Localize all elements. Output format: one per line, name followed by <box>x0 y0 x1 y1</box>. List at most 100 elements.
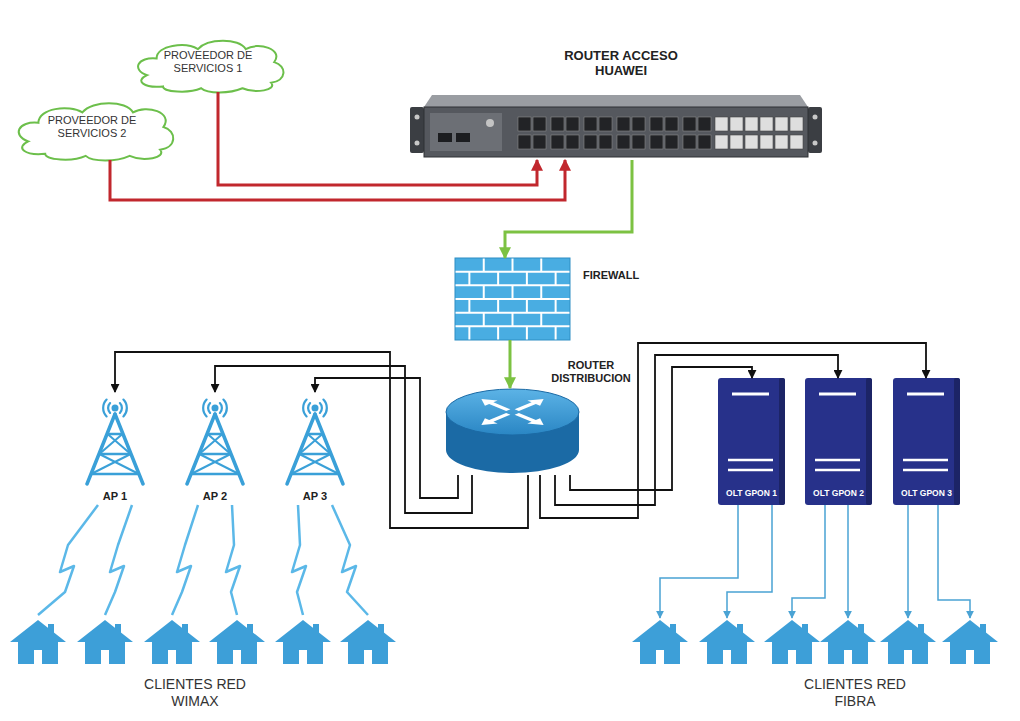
radio-wave <box>108 403 110 413</box>
access-router-shape <box>410 93 822 160</box>
optical-port <box>632 135 645 149</box>
tower-brace <box>199 454 239 474</box>
brick-joint <box>497 299 499 313</box>
ethernet-port <box>730 135 743 149</box>
brick-joint <box>526 272 528 286</box>
optical-port <box>650 117 663 131</box>
access-point-tower-shape <box>75 392 155 504</box>
radio-wave <box>223 400 226 417</box>
optical-port <box>551 135 564 149</box>
wireless-bolt <box>332 505 368 615</box>
network-link <box>570 367 752 490</box>
power-button <box>486 119 494 127</box>
house-icon <box>764 620 820 664</box>
optical-port <box>584 117 597 131</box>
node-label: AP 3 <box>275 490 355 503</box>
node-label: AP 1 <box>75 490 155 503</box>
radio-wave <box>320 403 322 413</box>
house-icon <box>275 620 331 664</box>
server-case <box>805 378 872 505</box>
ethernet-port <box>730 117 743 131</box>
tower-bar <box>299 453 330 456</box>
server-side <box>866 378 872 505</box>
ethernet-port <box>760 117 773 131</box>
rack-ear <box>410 107 424 153</box>
tower-bar <box>99 453 130 456</box>
antenna-dot <box>112 405 119 412</box>
tower-bar <box>199 453 230 456</box>
optical-port <box>599 117 612 131</box>
brick-joint <box>497 272 499 286</box>
brick-joint <box>512 285 514 299</box>
server-slot <box>903 469 948 472</box>
brick-joint <box>555 326 557 340</box>
tower-brace <box>299 454 339 474</box>
network-link <box>115 352 528 528</box>
tower-bar <box>91 473 139 476</box>
sfp-slot <box>438 133 452 142</box>
radio-wave <box>120 403 122 413</box>
radio-wave <box>123 400 126 417</box>
router-arrows <box>475 396 550 427</box>
brick-joint <box>540 313 542 327</box>
network-link <box>505 160 632 258</box>
ethernet-port <box>790 135 803 149</box>
wireless-links <box>38 505 368 615</box>
house-icon <box>880 620 936 664</box>
house-icon <box>144 620 200 664</box>
server-slot <box>907 393 944 396</box>
house-icon <box>699 620 755 664</box>
ear-hole <box>415 115 420 120</box>
optical-port <box>566 135 579 149</box>
node-label: OLT GPON 1 <box>718 489 785 499</box>
access-point-tower: AP 2 <box>175 392 255 504</box>
wimax-houses <box>10 620 396 664</box>
optical-port <box>533 135 546 149</box>
optical-port <box>617 135 630 149</box>
brick-joint <box>512 258 514 272</box>
house-icon <box>632 620 688 664</box>
brick-joint <box>497 326 499 340</box>
tower-brace <box>291 454 331 474</box>
access-router: ROUTER ACCESO HUAWEI <box>410 93 822 160</box>
server-case <box>718 378 785 505</box>
brick-joint <box>483 313 485 327</box>
brick-joint <box>468 272 470 286</box>
house-icon <box>820 620 876 664</box>
distribution-router: ROUTER DISTRIBUCION <box>445 388 580 475</box>
fiber-line <box>727 505 772 618</box>
group-caption: CLIENTES RED WIMAX <box>135 676 255 710</box>
optical-port <box>617 117 630 131</box>
ethernet-port <box>775 117 788 131</box>
cloud-outline <box>138 41 283 93</box>
brick-joint <box>526 299 528 313</box>
antenna-dot <box>212 405 219 412</box>
access-point-tower-shape <box>275 392 355 504</box>
radio-wave <box>103 400 106 417</box>
wireless-bolt <box>172 505 198 615</box>
optical-port <box>566 117 579 131</box>
ear-hole <box>813 141 818 146</box>
fiber-line <box>792 505 825 618</box>
optical-port <box>599 135 612 149</box>
fiber-line <box>847 505 849 618</box>
optical-port <box>584 135 597 149</box>
tower-brace <box>191 454 231 474</box>
distribution-router-shape <box>445 388 580 475</box>
optical-port <box>683 117 696 131</box>
brick-joint <box>540 285 542 299</box>
tower-brace <box>91 454 131 474</box>
radio-wave <box>203 400 206 417</box>
house-icon <box>942 620 998 664</box>
house-icon <box>10 620 66 664</box>
node-label: FIREWALL <box>583 269 663 282</box>
node-label: ROUTER ACCESO HUAWEI <box>562 49 680 79</box>
tower-bar <box>191 473 239 476</box>
chassis-front <box>424 107 808 157</box>
firewall-bricks <box>455 258 570 340</box>
service-provider-cloud: PROVEEDOR DE SERVICIOS 1 <box>128 36 287 92</box>
chassis-top <box>424 95 808 107</box>
ear-hole <box>813 115 818 120</box>
